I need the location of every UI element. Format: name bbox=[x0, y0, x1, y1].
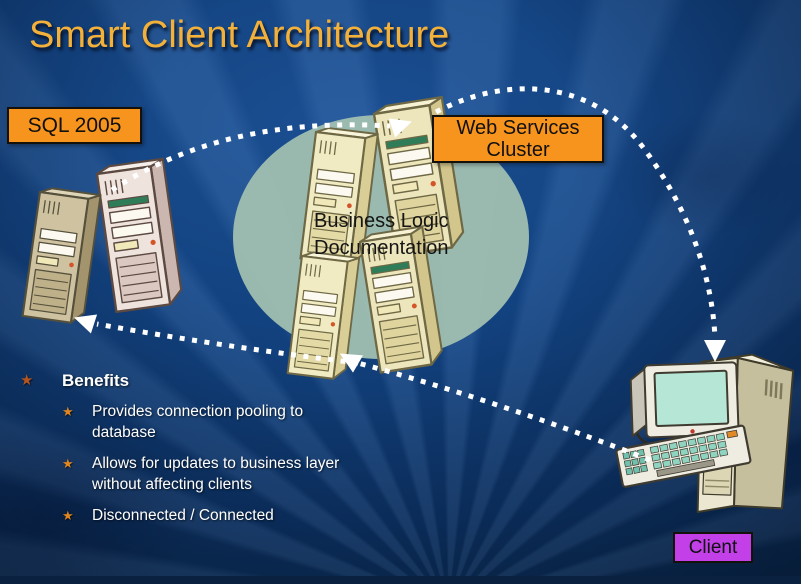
server-tower-icon bbox=[358, 225, 443, 374]
arrowheads bbox=[74, 118, 726, 373]
web-services-cluster-label-text: Web Services Cluster bbox=[456, 117, 580, 161]
star-bullet-icon: ★ bbox=[62, 508, 74, 523]
client-label: Client bbox=[673, 532, 753, 563]
benefit-item-text: Allows for updates to business layer wit… bbox=[92, 455, 340, 493]
sql-2005-label: SQL 2005 bbox=[7, 107, 142, 144]
benefits-heading-row: ★ Benefits bbox=[14, 371, 366, 391]
sql-server-clipart bbox=[21, 157, 183, 324]
client-keyboard-icon bbox=[615, 424, 752, 488]
benefits-heading: Benefits bbox=[62, 371, 130, 390]
server-tower-icon bbox=[21, 187, 102, 324]
star-bullet-icon: ★ bbox=[20, 372, 34, 389]
star-bullet-icon: ★ bbox=[62, 456, 74, 471]
benefit-item: ★ Disconnected / Connected bbox=[14, 505, 366, 526]
benefit-item: ★ Provides connection pooling to databas… bbox=[14, 401, 366, 443]
slide-bottom-edge bbox=[0, 576, 801, 584]
client-pc-clipart bbox=[615, 353, 795, 513]
benefits-list: ★ Benefits ★ Provides connection pooling… bbox=[14, 371, 366, 526]
server-tower-icon bbox=[286, 251, 361, 380]
benefit-item: ★ Allows for updates to business layer w… bbox=[14, 453, 366, 495]
arrowhead-into-sql bbox=[74, 314, 98, 334]
web-services-cluster-label: Web Services Cluster bbox=[432, 115, 604, 163]
business-logic-label: Business Logic Documentation bbox=[314, 210, 449, 259]
arrowhead-into-logic bbox=[339, 353, 363, 373]
benefit-item-text: Disconnected / Connected bbox=[92, 507, 274, 524]
arrow-client-to-logic bbox=[357, 360, 651, 463]
arrow-cluster-to-client bbox=[434, 86, 718, 339]
benefit-item-text: Provides connection pooling to database bbox=[92, 403, 304, 441]
arrowhead-into-cluster bbox=[388, 118, 412, 138]
client-label-text: Client bbox=[688, 536, 738, 558]
sql-2005-label-text: SQL 2005 bbox=[27, 113, 122, 137]
server-tower-icon bbox=[299, 127, 379, 266]
web-services-servers-bottom-clipart bbox=[286, 225, 443, 380]
arrowhead-into-client bbox=[704, 340, 726, 362]
web-services-servers-top-clipart bbox=[299, 95, 465, 266]
dotted-arrows bbox=[96, 86, 718, 463]
star-bullet-icon: ★ bbox=[62, 404, 74, 419]
server-tower-icon bbox=[95, 157, 183, 314]
slide-title: Smart Client Architecture bbox=[29, 14, 450, 56]
